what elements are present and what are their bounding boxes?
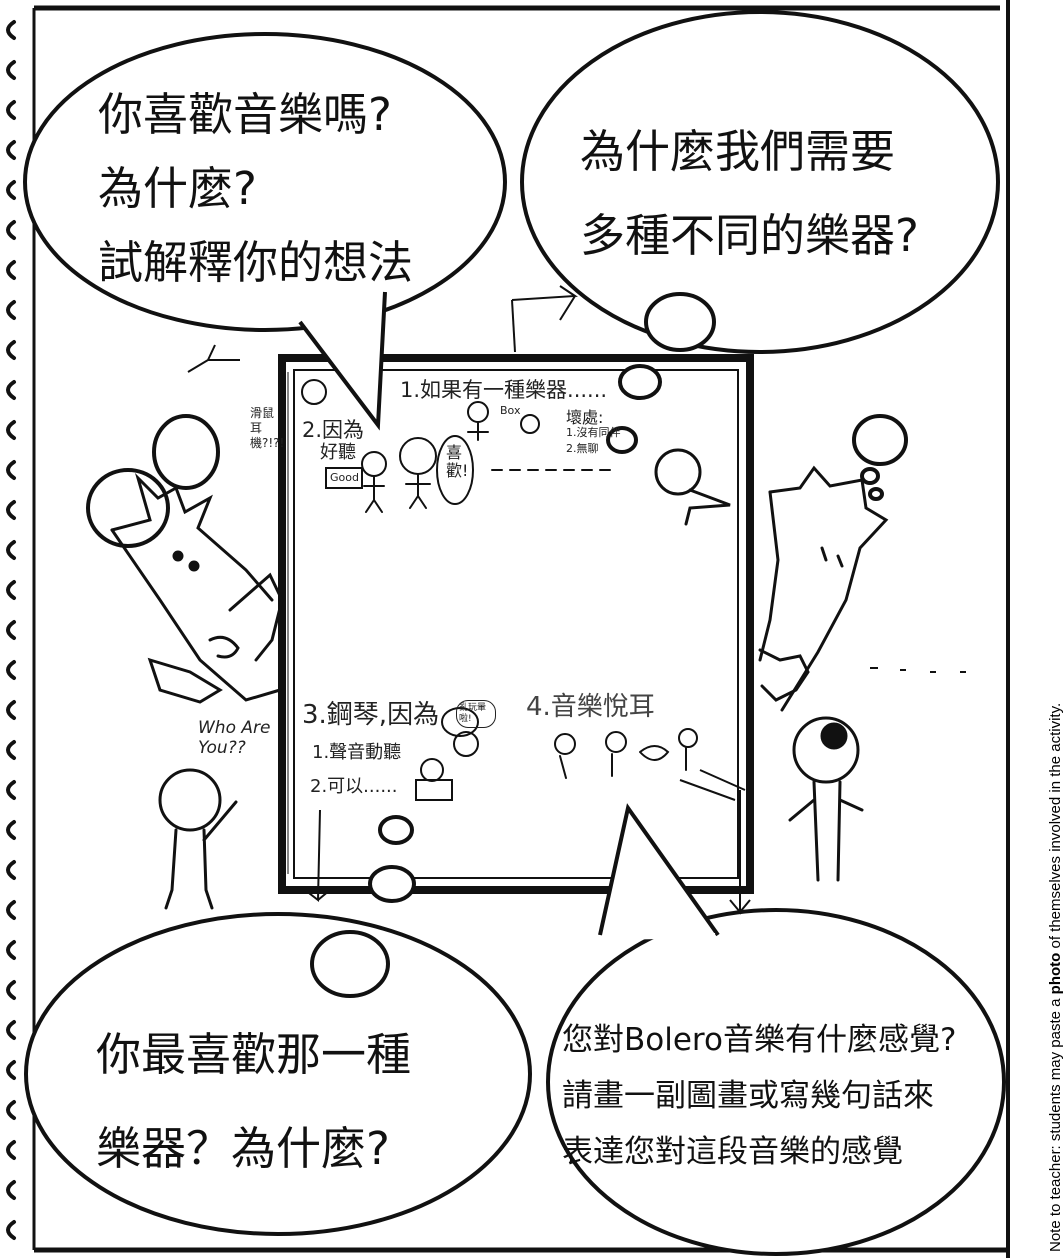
teacher-note-prefix: Note to teacher: students may paste a bbox=[1047, 994, 1064, 1252]
board-note-3-a: 1.聲音動聽 bbox=[312, 742, 402, 763]
board-note-2-good: Good bbox=[330, 471, 359, 484]
board-note-1-bad-1: 1.沒有同伴 bbox=[566, 426, 621, 439]
board-note-2-like: 喜歡! bbox=[446, 443, 469, 480]
arrow-sketches bbox=[187, 285, 966, 915]
bubble-bottom-left-text: 你最喜歡那一種 樂器？為什麼? bbox=[96, 1008, 411, 1196]
right-character-drawing bbox=[758, 465, 889, 712]
board-note-3-badge: 亂玩暈啦! bbox=[456, 700, 496, 728]
stick-figures bbox=[158, 448, 864, 910]
bubble-bottom-left-line-1: 你最喜歡那一種 bbox=[96, 1028, 412, 1081]
character-caption: Who Are You?? bbox=[198, 718, 271, 758]
bubble-top-right-text: 為什麼我們需要 多種不同的樂器? bbox=[580, 110, 919, 278]
left-character-drawing bbox=[110, 472, 284, 704]
bubble-top-left-line-2: 為什麼? bbox=[98, 162, 257, 215]
bubble-bottom-right-line-1: 您對Bolero音樂有什麼感覺? bbox=[562, 1022, 957, 1058]
bubble-bottom-left-line-2: 樂器？為什麼? bbox=[96, 1122, 390, 1175]
bubble-bottom-right-line-3: 表達您對這段音樂的感覺 bbox=[562, 1134, 903, 1170]
bubble-top-right-line-1: 為什麼我們需要 bbox=[580, 125, 896, 178]
board-note-4-title: 4.音樂悅耳 bbox=[526, 692, 655, 722]
board-note-3-b: 2.可以...... bbox=[310, 776, 398, 797]
spiral-binding bbox=[6, 20, 16, 1240]
bubble-bottom-right-text: 您對Bolero音樂有什麼感覺? 請畫一副圖畫或寫幾句話來 表達您對這段音樂的感… bbox=[562, 1012, 956, 1180]
board-note-3-title: 3.鋼琴,因為 bbox=[302, 700, 440, 730]
bubble-top-right-line-2: 多種不同的樂器? bbox=[580, 209, 919, 262]
board-note-1-bad-2: 2.無聊 bbox=[566, 442, 599, 455]
bubble-bottom-right-line-2: 請畫一副圖畫或寫幾句話來 bbox=[562, 1078, 934, 1114]
teacher-note: Note to teacher: students may paste a ph… bbox=[1047, 703, 1064, 1252]
teacher-note-emphasis: photo bbox=[1047, 952, 1064, 995]
teacher-note-suffix: of themselves involved in the activity. bbox=[1047, 702, 1064, 953]
board-note-2-b: 好聽 bbox=[320, 442, 356, 463]
bubble-top-left-line-1: 你喜歡音樂嗎? bbox=[98, 88, 392, 141]
board-note-1-box: Box bbox=[500, 404, 521, 417]
board-note-2: 2.因為 bbox=[302, 418, 365, 442]
board-note-2-side: 滑鼠耳機?!?! bbox=[250, 406, 285, 450]
speech-bubbles bbox=[23, 10, 1006, 1256]
thought-dots bbox=[86, 292, 908, 998]
bubble-top-left-text: 你喜歡音樂嗎? 為什麼? 試解釋你的想法 bbox=[98, 78, 413, 300]
bubble-top-left-line-3: 試解釋你的想法 bbox=[98, 236, 414, 289]
board-note-1-bad: 壞處: bbox=[566, 408, 604, 427]
board-note-1-title: 1.如果有一種樂器...... bbox=[400, 378, 608, 402]
whiteboard bbox=[278, 354, 754, 894]
